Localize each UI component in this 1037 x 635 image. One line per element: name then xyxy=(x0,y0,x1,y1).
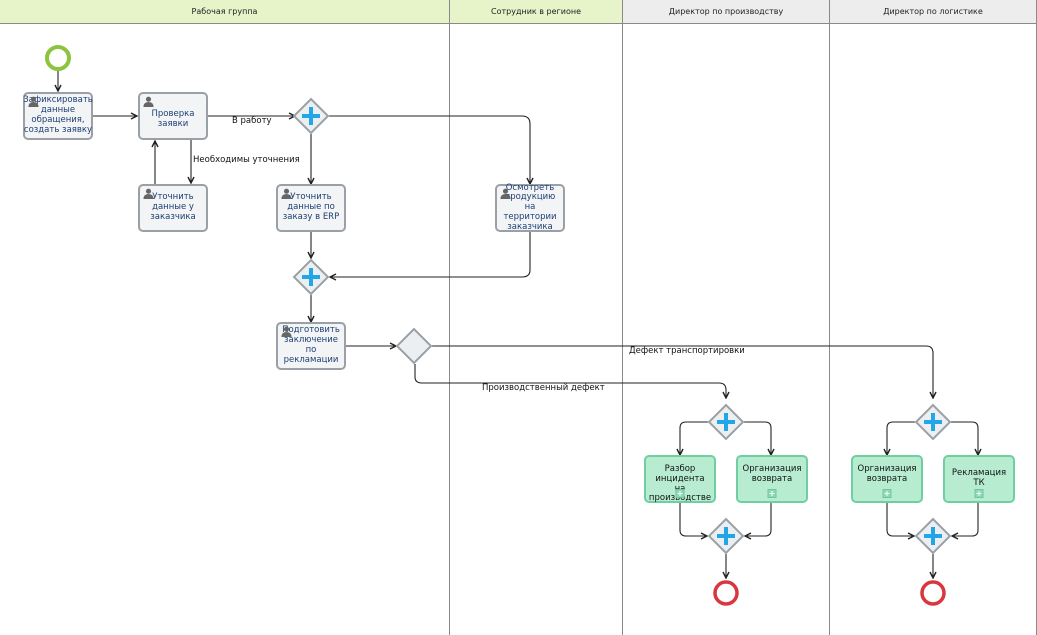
subprocess-return-logistics[interactable]: Организация возврата + xyxy=(851,455,923,503)
parallel-gateway-logistics-join-icon[interactable] xyxy=(915,518,951,554)
user-icon xyxy=(500,188,511,199)
task-label: Уточнить данные у заказчика xyxy=(150,192,196,222)
flow-xor-production xyxy=(414,364,726,398)
user-icon xyxy=(143,188,154,199)
subprocess-plus-icon[interactable]: + xyxy=(974,489,984,498)
subprocess-plus-icon[interactable]: + xyxy=(767,489,777,498)
task-label: Осмотреть продукцию на территории заказч… xyxy=(503,182,557,232)
flow-split-incident xyxy=(680,421,708,455)
parallel-gateway-production-join-icon[interactable] xyxy=(708,518,744,554)
task-clarify-erp[interactable]: Уточнить данные по заказу в ERP xyxy=(276,184,346,232)
lane-header-production-director[interactable]: Директор по производству xyxy=(623,0,830,24)
subprocess-claim-tk[interactable]: Рекламация ТК + xyxy=(943,455,1015,503)
lane-production-director xyxy=(623,0,830,635)
flow-incident-join xyxy=(679,502,707,536)
start-event-icon[interactable] xyxy=(45,45,71,71)
flow-claim-tk-join xyxy=(952,502,979,536)
task-label: Уточнить данные по заказу в ERP xyxy=(282,192,340,222)
flow-gateway-inspect xyxy=(329,115,530,184)
lane-header-work-group[interactable]: Рабочая группа xyxy=(0,0,450,24)
task-label: Организация возврата xyxy=(857,464,917,484)
parallel-gateway-logistics-split-icon[interactable] xyxy=(915,404,951,440)
lane-regional-employee xyxy=(450,0,623,635)
task-label: Организация возврата xyxy=(742,464,802,484)
end-event-production-icon[interactable] xyxy=(713,580,739,606)
parallel-gateway-split-icon[interactable] xyxy=(293,98,329,134)
flow-label-to-work: В работу xyxy=(232,116,272,126)
flow-label-need-clarify: Необходимы уточнения xyxy=(193,155,300,165)
task-check-request[interactable]: Проверка заявки xyxy=(138,92,208,140)
parallel-gateway-production-split-icon[interactable] xyxy=(708,404,744,440)
flow-split-claim-tk xyxy=(951,421,978,455)
user-icon xyxy=(281,188,292,199)
flow-label-transport-defect: Дефект транспортировки xyxy=(629,346,745,356)
subprocess-return-production[interactable]: Организация возврата + xyxy=(736,455,808,503)
subprocess-plus-icon[interactable]: + xyxy=(675,489,685,498)
user-icon xyxy=(28,96,39,107)
task-label: Рекламация ТК xyxy=(951,468,1007,488)
flow-split-return-log xyxy=(887,421,915,455)
flow-return-prod-join xyxy=(745,502,772,536)
task-prepare-conclusion[interactable]: Подготовить заключение по рекламации xyxy=(276,322,346,370)
parallel-gateway-join-icon[interactable] xyxy=(293,259,329,295)
user-icon xyxy=(281,326,292,337)
task-clarify-customer[interactable]: Уточнить данные у заказчика xyxy=(138,184,208,232)
task-register-request[interactable]: Зафиксировать данные обращения, создать … xyxy=(23,92,93,140)
sequence-flows xyxy=(58,71,978,578)
exclusive-gateway-icon[interactable] xyxy=(395,327,433,365)
flow-split-return-prod xyxy=(744,421,771,455)
task-label: Разбор инцидента на производстве xyxy=(648,464,712,504)
user-icon xyxy=(143,96,154,107)
subprocess-incident-analysis[interactable]: Разбор инцидента на производстве + xyxy=(644,455,716,503)
task-inspect-products[interactable]: Осмотреть продукцию на территории заказч… xyxy=(495,182,565,232)
flow-return-log-join xyxy=(886,502,914,536)
task-label: Проверка заявки xyxy=(151,109,195,129)
flow-label-production-defect: Производственный дефект xyxy=(482,383,605,393)
flow-inspect-gateway xyxy=(330,231,531,277)
lane-header-regional-employee[interactable]: Сотрудник в регионе xyxy=(450,0,623,24)
subprocess-plus-icon[interactable]: + xyxy=(882,489,892,498)
lane-header-logistics-director[interactable]: Директор по логистике xyxy=(830,0,1037,24)
task-label: Зафиксировать данные обращения, создать … xyxy=(23,95,93,135)
task-label: Подготовить заключение по рекламации xyxy=(282,325,340,365)
lane-work-group xyxy=(0,0,450,635)
flow-xor-logistics xyxy=(432,345,933,398)
end-event-logistics-icon[interactable] xyxy=(920,580,946,606)
